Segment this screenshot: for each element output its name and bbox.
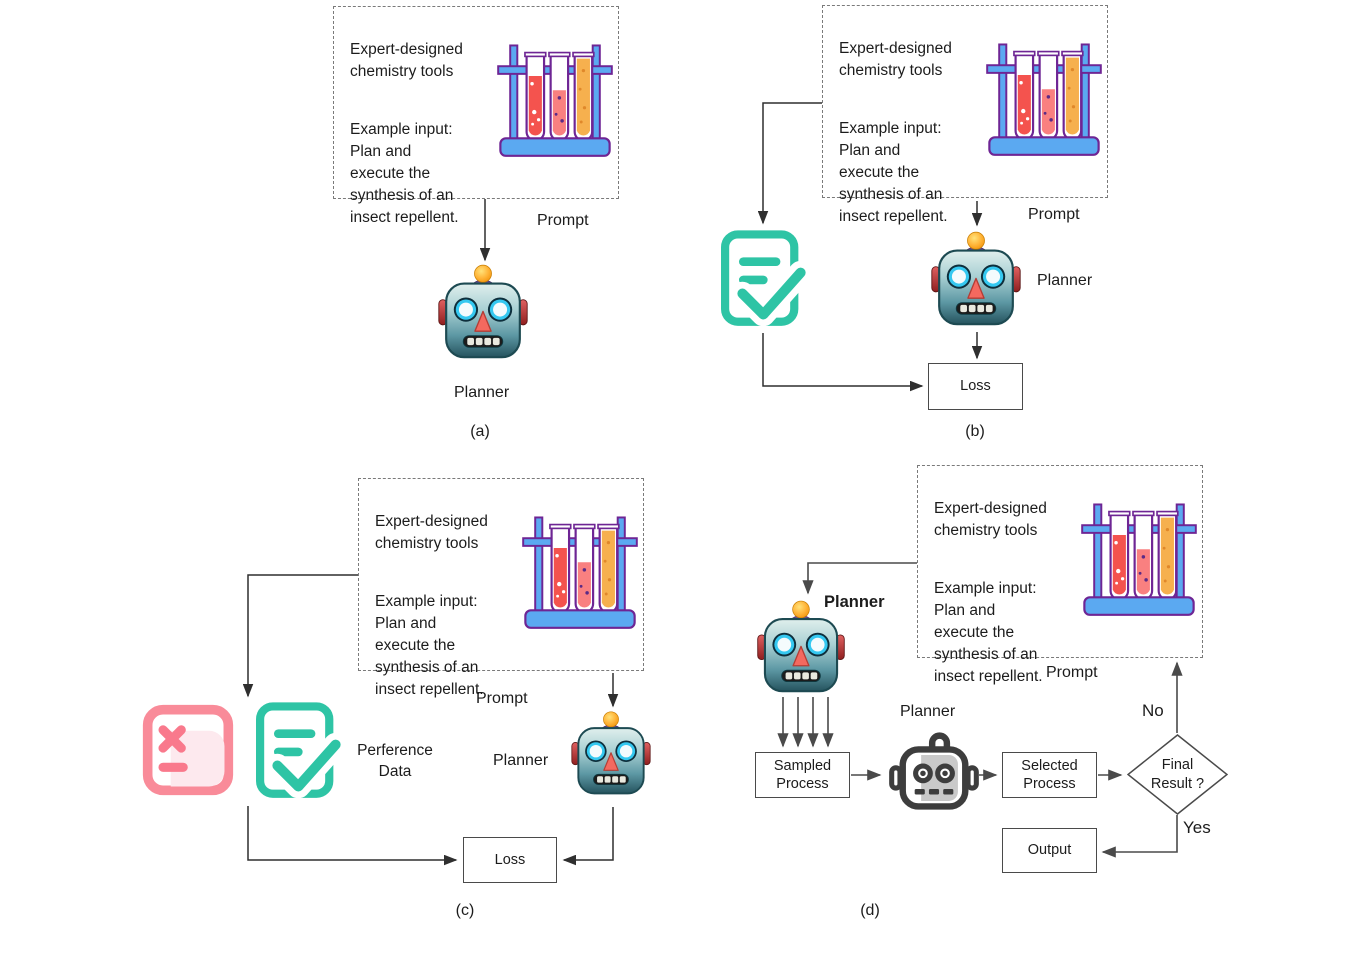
example-input-text-c: Example input: Plan and execute the synt…: [375, 593, 484, 698]
planner-label-c: Planner: [493, 752, 549, 769]
planner-label-d-mid: Planner: [900, 703, 956, 720]
tools-text-d: Expert-designed chemistry tools: [934, 500, 1047, 539]
example-input-text-d: Example input: Plan and execute the synt…: [934, 580, 1043, 685]
no-label: No: [1142, 701, 1164, 720]
prompt-box-c: Expert-designed chemistry tools Example …: [358, 478, 644, 698]
prompt-label-b: Prompt: [1028, 206, 1080, 223]
prompt-label-c: Prompt: [476, 690, 528, 707]
loss-label-b: Loss: [960, 378, 991, 395]
test-tubes-icon: [986, 39, 1102, 157]
prompt-box-d: Expert-designed chemistry tools Example …: [917, 465, 1203, 685]
test-tubes-icon: [497, 40, 613, 158]
test-tubes-icon: [522, 512, 638, 630]
document-check-icon-b: [716, 228, 807, 330]
tools-text-b: Expert-designed chemistry tools: [839, 40, 952, 79]
caption-d: (d): [860, 902, 880, 919]
decision-diamond-shape: [1127, 734, 1228, 815]
selected-process-box: Selected Process: [1002, 752, 1097, 798]
example-input-text-a: Example input: Plan and execute the synt…: [350, 121, 459, 226]
loss-box-c: Loss: [463, 837, 557, 883]
yes-label: Yes: [1183, 818, 1211, 837]
selected-process-label: Selected Process: [1021, 757, 1078, 792]
planner-label-b: Planner: [1037, 272, 1093, 289]
planner-robot-icon-c: [571, 709, 651, 795]
planner-label-a: Planner: [454, 384, 510, 401]
planner-robot-icon-d: [757, 598, 845, 693]
planner-label-d-top: Planner: [824, 593, 885, 611]
tools-text-a: Expert-designed chemistry tools: [350, 41, 463, 80]
sampled-process-label: Sampled Process: [773, 757, 832, 792]
prompt-label-d: Prompt: [1046, 664, 1098, 681]
selector-robot-outline-icon: [888, 731, 980, 812]
caption-a: (a): [470, 423, 490, 440]
output-box: Output: [1002, 828, 1097, 873]
planner-robot-icon-b: [931, 229, 1021, 326]
final-result-decision: Final Result ?: [1127, 734, 1228, 815]
prompt-label-a: Prompt: [537, 212, 589, 229]
test-tubes-icon: [1081, 499, 1197, 617]
document-check-icon-c: [251, 700, 342, 802]
caption-b: (b): [965, 423, 985, 440]
preference-data-label: Perference Data: [357, 742, 433, 780]
planner-robot-icon-a: [438, 262, 528, 359]
document-reject-icon-c: [140, 702, 236, 798]
loss-label-c: Loss: [494, 851, 526, 868]
example-input-text-b: Example input: Plan and execute the synt…: [839, 120, 948, 225]
prompt-box-b: Expert-designed chemistry tools Example …: [822, 5, 1108, 225]
final-result-label: Final Result ?: [1150, 757, 1205, 792]
loss-box-b: Loss: [928, 363, 1023, 410]
sampled-process-box: Sampled Process: [755, 752, 850, 798]
output-label: Output: [1027, 842, 1072, 859]
caption-c: (c): [455, 902, 475, 919]
prompt-box-a: Expert-designed chemistry tools Example …: [333, 6, 619, 226]
tools-text-c: Expert-designed chemistry tools: [375, 513, 488, 552]
